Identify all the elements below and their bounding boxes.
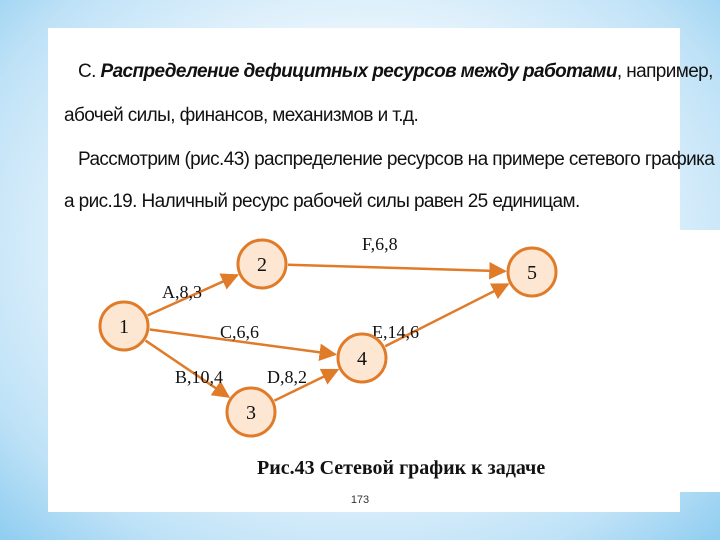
- edge-label-1-2: A,8,3: [162, 282, 202, 302]
- edge-label-1-3: B,10,4: [175, 367, 223, 387]
- paragraph-2-line-1-text: Рассмотрим (рис.43) распределение ресурс…: [78, 149, 715, 170]
- edge-arrow-2-5: [287, 261, 507, 280]
- nodes-layer: 1 2 3 4 5: [98, 238, 558, 438]
- node-2-circle: [236, 238, 288, 290]
- paragraph-1-suffix: , например,: [616, 61, 714, 82]
- edge-label-1-4: C,6,6: [220, 322, 259, 342]
- section-letter: С.: [78, 61, 96, 82]
- node-5-circle: [506, 246, 558, 298]
- node-5-label: 5: [527, 262, 537, 284]
- edge-arrow-1-3: [144, 339, 231, 398]
- node-3-circle: [225, 386, 277, 438]
- node-4-label: 4: [357, 348, 367, 370]
- node-1-label: 1: [119, 316, 129, 338]
- edge-arrow-3-4: [273, 368, 340, 402]
- edge-arrow-1-2: [147, 273, 239, 317]
- paragraph-2-line-1: Рассмотрим (рис.43) распределение ресурс…: [64, 148, 715, 172]
- node-2-label: 2: [257, 254, 267, 276]
- network-diagram-svg: A,8,3B,10,4 C,6,6D,8,2 E,14,6 F,6,8 1 2 3 4 5 Р…: [98, 234, 558, 479]
- paragraph-2-line-2: а рис.19. Наличный ресурс рабочей силы р…: [64, 191, 580, 212]
- paragraph-1-line-2: абочей силы, финансов, механизмов и т.д.: [64, 105, 419, 126]
- paragraph-1-line-1: С. Распределение дефицитных ресурсов меж…: [64, 60, 713, 84]
- edge-label-4-5: E,14,6: [372, 322, 419, 342]
- page-number: 173: [350, 494, 370, 506]
- node-4-circle: [336, 332, 388, 384]
- edges-layer: A,8,3B,10,4 C,6,6D,8,2 E,14,6 F,6,8: [144, 234, 510, 402]
- node-1-circle: [98, 300, 150, 352]
- edge-label-3-4: D,8,2: [267, 367, 307, 387]
- edge-arrow-4-5: [384, 283, 510, 348]
- node-3-label: 3: [246, 402, 256, 424]
- edge-label-2-5: F,6,8: [362, 234, 398, 254]
- section-heading-emphasis: Распределение дефицитных ресурсов между …: [100, 61, 618, 82]
- edge-arrow-1-4: [149, 328, 337, 361]
- diagram-caption: Рис.43 Сетевой график к задаче: [257, 457, 545, 479]
